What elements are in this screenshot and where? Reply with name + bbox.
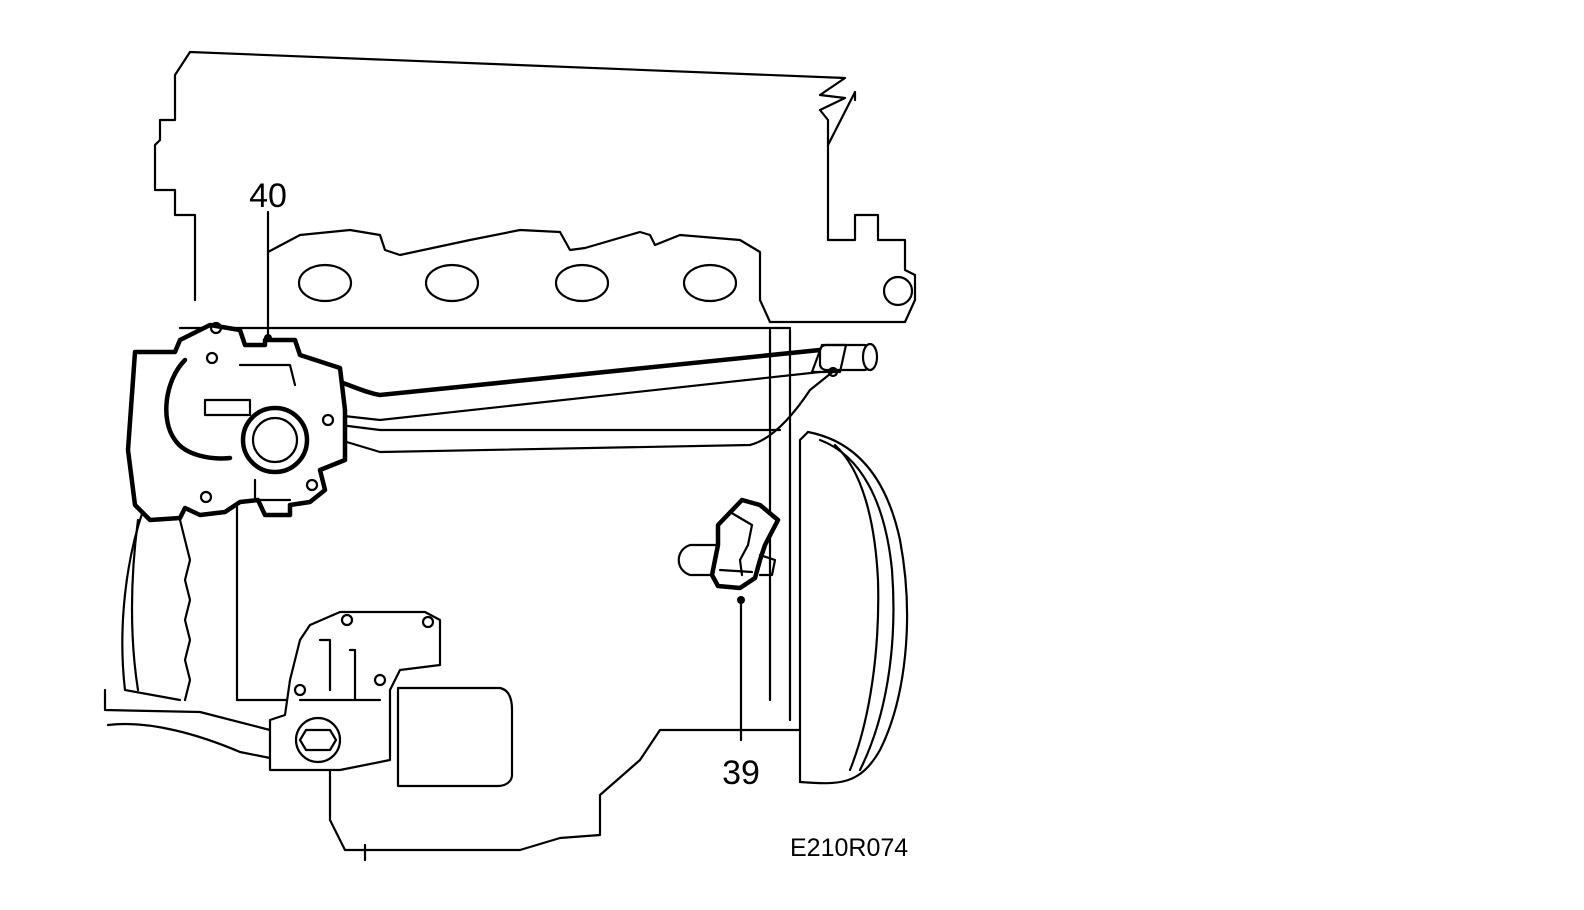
figure-code: E210R074 [790, 834, 908, 862]
callout-39: 39 [722, 596, 760, 792]
callout-39-label: 39 [722, 754, 760, 792]
callout-40-label: 40 [249, 177, 287, 215]
oil-filter-housing [103, 610, 514, 788]
throttle-body [125, 321, 348, 523]
front-pulley [121, 498, 192, 702]
crankshaft-sensor [677, 497, 781, 591]
engine-block [153, 50, 917, 862]
callout-40: 40 [249, 177, 287, 342]
flywheel [798, 430, 909, 785]
